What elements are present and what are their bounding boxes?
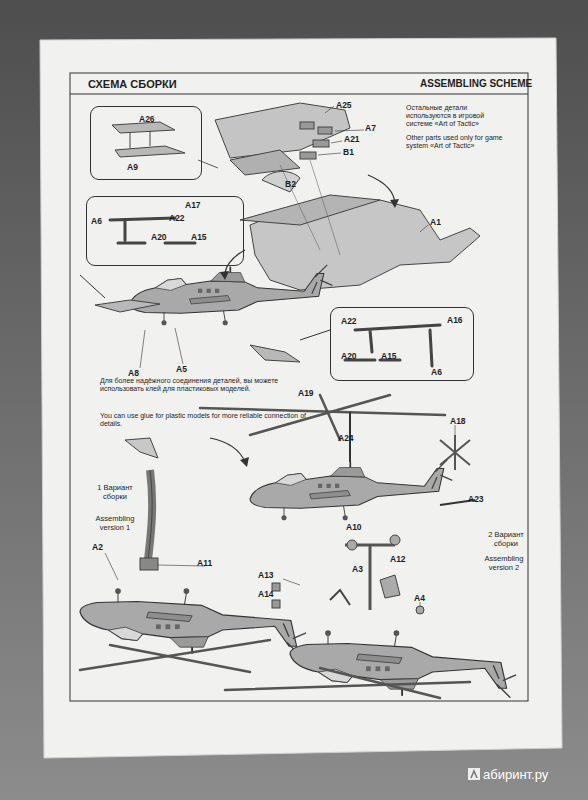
part-number: A6 [91, 217, 102, 227]
part-number: A5 [176, 365, 187, 375]
part-number: A24 [338, 434, 354, 444]
part-number: A13 [258, 571, 274, 581]
part-number: A21 [344, 135, 360, 145]
part-number: A26 [139, 115, 155, 125]
version-caption: Assembling version 2 [480, 555, 528, 572]
part-number: B2 [285, 180, 296, 190]
sheet-heading: ASSEMBLING SCHEME [420, 78, 532, 90]
part-number: A14 [258, 590, 274, 600]
inset-box: A22 A16A20 A15A6 [330, 307, 474, 381]
version-caption: 2 Вариант сборки [484, 531, 528, 548]
inset-box: A26A9 [90, 106, 202, 180]
part-number: A3 [352, 565, 363, 575]
inset-box: A17A22 A6A20 A15 [86, 196, 244, 266]
part-number: A2 [92, 543, 103, 553]
part-number: A12 [390, 555, 406, 565]
note-text: You can use glue for plastic models for … [100, 412, 315, 428]
part-number: A1 [430, 218, 441, 228]
part-number: A10 [346, 523, 362, 533]
part-number: A11 [197, 559, 212, 569]
sheet-title: СХЕМА СБОРКИ [88, 78, 177, 91]
part-number: A7 [365, 124, 376, 134]
part-number: A15 [191, 233, 207, 243]
watermark: абиринт.ру [483, 768, 548, 783]
part-number: A20 [151, 233, 167, 243]
part-number: A6 [431, 368, 442, 378]
part-number: A19 [298, 389, 314, 399]
part-number: A20 [341, 352, 357, 362]
part-number: A4 [414, 594, 425, 604]
note-text: Other parts used only for game system «A… [406, 134, 504, 150]
version-caption: Assembling version 1 [84, 515, 146, 532]
version-caption: 1 Вариант сборки [86, 484, 144, 501]
part-number: A17 [185, 201, 201, 211]
part-number: A22 [169, 214, 185, 224]
part-number: A18 [450, 417, 466, 427]
part-number: A9 [127, 163, 138, 173]
part-number: A23 [468, 495, 484, 505]
note-text: Для более надёжного соединения деталей, … [100, 377, 315, 393]
note-text: Остальные детали используются в игровой … [406, 104, 504, 128]
part-number: A16 [447, 316, 463, 326]
part-number: B1 [343, 148, 354, 158]
part-number: A22 [341, 317, 357, 327]
part-number: A25 [336, 101, 352, 111]
part-number: A15 [381, 352, 397, 362]
